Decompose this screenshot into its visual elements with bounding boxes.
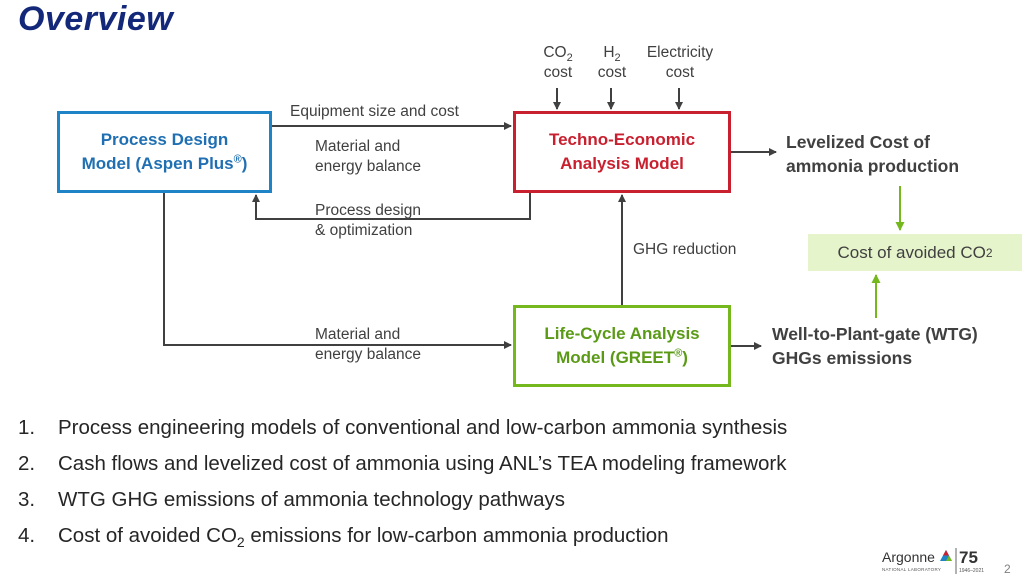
task-item: 1.Process engineering models of conventi… xyxy=(18,416,788,439)
logo-anniversary: 75 xyxy=(959,548,978,567)
wtg-emissions-output: Well-to-Plant-gate (WTG) GHGs emissions xyxy=(772,324,978,368)
h2-cost-label: H2 cost xyxy=(597,44,627,81)
argonne-75-logo: Argonne NATIONAL LABORATORY 75 1946–2021 xyxy=(882,548,984,574)
electricity-cost-label: Electricity cost xyxy=(646,44,714,81)
process-design-model-box: Process Design Model (Aspen Plus®) xyxy=(57,111,272,193)
task-item: 2.Cash flows and levelized cost of ammon… xyxy=(18,452,787,475)
logo-years: 1946–2021 xyxy=(959,568,984,574)
page-number: 2 xyxy=(1004,562,1011,576)
task-list: 1.Process engineering models of conventi… xyxy=(18,410,787,554)
tea-model-box: Techno-Economic Analysis Model xyxy=(513,111,731,193)
page-title: Overview xyxy=(18,0,174,38)
pdm-to-lca-arrow xyxy=(163,193,512,349)
tea-to-pdm-feedback-arrow xyxy=(252,193,531,220)
process-optimization-label: Process design & optimization xyxy=(315,202,421,239)
levelized-cost-output: Levelized Cost of ammonia production xyxy=(786,132,960,176)
co2-cost-label: CO2 cost xyxy=(543,44,573,81)
task-item: 3.WTG GHG emissions of ammonia technolog… xyxy=(18,488,565,511)
ghg-reduction-label: GHG reduction xyxy=(633,241,737,258)
task-item: 4.Cost of avoided CO2 emissions for low-… xyxy=(18,524,669,551)
argonne-triangle-icon xyxy=(940,550,952,561)
material-balance-bottom-label: Material and energy balance xyxy=(315,326,421,363)
equipment-label: Equipment size and cost xyxy=(290,103,459,120)
lca-model-box: Life-Cycle Analysis Model (GREET®) xyxy=(513,305,731,387)
logo-name: Argonne xyxy=(882,549,935,565)
material-balance-top-label: Material and energy balance xyxy=(315,138,421,175)
logo-subtitle: NATIONAL LABORATORY xyxy=(882,567,941,572)
